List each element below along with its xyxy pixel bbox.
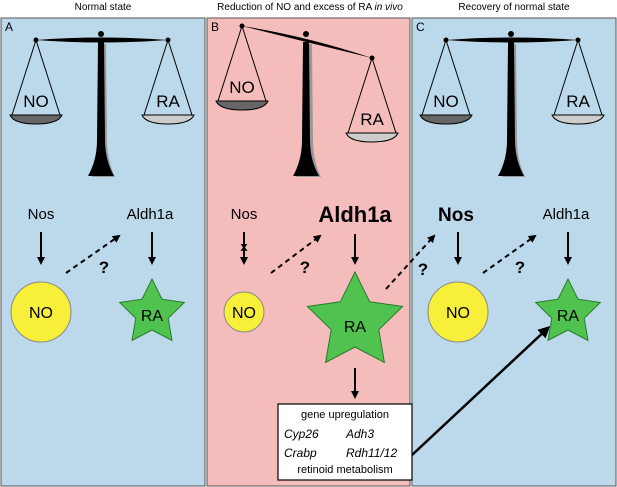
blocked-mark: x (240, 239, 248, 254)
nos-label-c: Nos (438, 205, 474, 226)
no-label-a: NO (29, 305, 53, 322)
ra-star-c (534, 277, 602, 342)
question-b2: ? (418, 260, 428, 279)
pan-label-no-a: NO (23, 92, 49, 111)
ra-label-b: RA (344, 319, 367, 336)
ra-star-b (306, 270, 404, 364)
no-circle-c (427, 281, 489, 343)
ra-label-a: RA (141, 308, 164, 325)
gene-box (277, 403, 413, 481)
panel-b-title: Reduction of NO and excess of RA in vivo (217, 2, 403, 13)
gene-rdh: Rdh11/12 (346, 446, 397, 460)
scale-c (419, 31, 605, 177)
panel-c-title: Recovery of normal state (458, 2, 570, 13)
nos-label-b: Nos (231, 206, 258, 223)
scale-b (215, 23, 399, 177)
panel-c-letter: C (416, 20, 425, 34)
no-circle-a (10, 281, 72, 343)
aldh-label-b: Aldh1a (318, 202, 392, 227)
pan-label-ra-b: RA (360, 110, 384, 129)
aldh-label-a: Aldh1a (127, 206, 174, 223)
no-label-c: NO (446, 305, 470, 322)
ra-label-c: RA (557, 308, 580, 325)
question-a: ? (99, 258, 109, 277)
panel-b-letter: B (211, 20, 219, 34)
pan-label-ra-a: RA (156, 92, 180, 111)
gene-box-title: gene upregulation (301, 409, 389, 421)
no-circle-b (223, 291, 265, 333)
pan-label-no-c: NO (433, 92, 459, 111)
question-b1: ? (300, 258, 310, 277)
gene-cyp26: Cyp26 (284, 427, 319, 441)
nos-label-a: Nos (28, 206, 55, 223)
panel-a-letter: A (5, 20, 13, 34)
arrows (37, 232, 572, 456)
pan-label-no-b: NO (229, 78, 255, 97)
aldh-label-c: Aldh1a (543, 206, 590, 223)
scale-a (9, 31, 195, 177)
gene-adh3: Adh3 (345, 427, 374, 441)
gene-box-footer: retinoid metabolism (297, 464, 392, 476)
ra-star-a (118, 277, 186, 342)
question-c: ? (515, 258, 525, 277)
pan-label-ra-c: RA (566, 92, 590, 111)
gene-crabp: Crabp (284, 446, 317, 460)
no-label-b: NO (232, 305, 256, 322)
panel-a-title: Normal state (75, 2, 132, 13)
